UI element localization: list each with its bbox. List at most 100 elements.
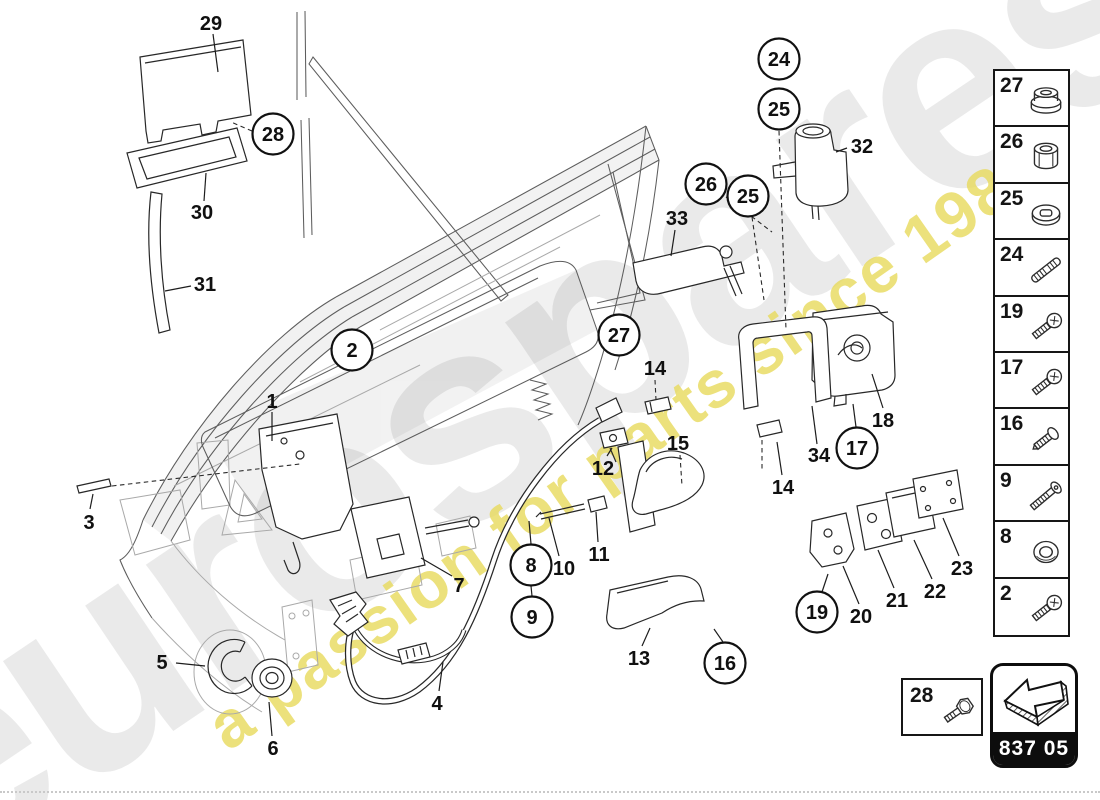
part-callout-label-2[interactable]: 2 xyxy=(346,340,357,362)
leader-line xyxy=(203,172,207,202)
legend-row-26[interactable]: 26 xyxy=(995,127,1068,184)
legend-number: 19 xyxy=(1000,299,1024,323)
legend-row-25[interactable]: 25 xyxy=(995,184,1068,241)
part-callout-28[interactable] xyxy=(251,112,295,156)
part-label-3[interactable]: 3 xyxy=(83,512,94,534)
part-callout-label-24[interactable]: 24 xyxy=(768,49,791,71)
leader-line xyxy=(778,130,787,331)
leader-line xyxy=(751,216,765,301)
part-callout-19[interactable] xyxy=(795,590,839,634)
leader-line xyxy=(679,454,683,487)
part-callout-label-16[interactable]: 16 xyxy=(714,653,736,675)
leader-line xyxy=(852,403,857,428)
part-callout-8[interactable] xyxy=(509,543,553,587)
part-label-33[interactable]: 33 xyxy=(666,208,688,230)
part-callout-label-17[interactable]: 17 xyxy=(846,438,868,460)
part-callout-label-25[interactable]: 25 xyxy=(737,186,759,208)
part-callout-24[interactable] xyxy=(757,37,801,81)
part-label-12[interactable]: 12 xyxy=(592,458,614,480)
leader-line xyxy=(212,33,219,73)
part-callout-9[interactable] xyxy=(510,595,554,639)
part-label-20[interactable]: 20 xyxy=(850,606,872,628)
part-label-18[interactable]: 18 xyxy=(872,410,894,432)
diagram-code-badge: 837 05 xyxy=(990,663,1078,768)
ring-icon xyxy=(1033,540,1059,564)
part-callout-label-8[interactable]: 8 xyxy=(525,555,536,577)
part-callout-label-26[interactable]: 26 xyxy=(695,174,717,196)
part-label-4[interactable]: 4 xyxy=(431,693,443,715)
page-bottom-divider xyxy=(0,791,1100,793)
part-label-29[interactable]: 29 xyxy=(200,13,222,35)
flat-screw-icon xyxy=(1029,591,1065,624)
arrow-icon xyxy=(1003,678,1069,727)
leader-line xyxy=(670,229,676,257)
part-label-13[interactable]: 13 xyxy=(628,648,650,670)
legend-number: 17 xyxy=(1000,355,1024,379)
part-label-14[interactable]: 14 xyxy=(644,358,667,380)
leader-line xyxy=(268,701,273,737)
legend-number: 24 xyxy=(1000,243,1024,267)
legend-row-2[interactable]: 2 xyxy=(995,579,1068,635)
part-label-31[interactable]: 31 xyxy=(194,274,216,296)
legend-row-16[interactable]: 16 xyxy=(995,409,1068,466)
part-callout-17[interactable] xyxy=(835,426,879,470)
part-label-34[interactable]: 34 xyxy=(808,445,831,467)
leader-line xyxy=(654,379,657,401)
legend-row-27[interactable]: 27 xyxy=(995,71,1068,128)
leader-line xyxy=(877,549,895,589)
hex-bolt-icon xyxy=(940,695,976,727)
part-callout-25[interactable] xyxy=(726,174,770,218)
diagram-arrow xyxy=(993,666,1075,732)
leader-line xyxy=(175,662,206,667)
leader-line xyxy=(548,517,560,557)
leader-line xyxy=(530,585,533,597)
fastener-box-number: 28 xyxy=(910,684,934,707)
leader-line xyxy=(89,493,94,510)
legend-number: 25 xyxy=(1000,186,1024,210)
leader-line xyxy=(842,565,860,605)
part-label-15[interactable]: 15 xyxy=(667,433,689,455)
part-callout-27[interactable] xyxy=(597,313,641,357)
part-callout-26[interactable] xyxy=(684,162,728,206)
leader-line xyxy=(528,520,532,545)
part-label-32[interactable]: 32 xyxy=(851,136,873,158)
part-label-22[interactable]: 22 xyxy=(924,581,946,603)
legend-row-24[interactable]: 24 xyxy=(995,240,1068,297)
legend-number: 2 xyxy=(1000,581,1012,605)
part-label-1[interactable]: 1 xyxy=(266,391,277,413)
legend-row-19[interactable]: 19 xyxy=(995,297,1068,353)
legend-row-8[interactable]: 8 xyxy=(995,522,1068,579)
leader-line xyxy=(606,447,613,457)
part-callout-25[interactable] xyxy=(757,87,801,131)
part-label-30[interactable]: 30 xyxy=(191,202,213,224)
leader-line xyxy=(230,121,253,132)
part-callout-16[interactable] xyxy=(703,641,747,685)
part-label-10[interactable]: 10 xyxy=(553,558,575,580)
part-label-7[interactable]: 7 xyxy=(453,575,464,597)
part-callout-label-19[interactable]: 19 xyxy=(806,602,828,624)
part-callout-label-25[interactable]: 25 xyxy=(768,99,790,121)
legend-row-9[interactable]: 9 xyxy=(995,466,1068,523)
part-label-23[interactable]: 23 xyxy=(951,558,973,580)
part-callout-label-9[interactable]: 9 xyxy=(526,607,537,629)
leader-line xyxy=(871,373,884,409)
legend-number: 26 xyxy=(1000,130,1024,154)
leader-line xyxy=(438,661,444,692)
part-callout-label-28[interactable]: 28 xyxy=(262,124,284,146)
part-callout-label-27[interactable]: 27 xyxy=(608,325,630,347)
part-label-11[interactable]: 11 xyxy=(588,544,609,566)
leader-line xyxy=(595,511,599,543)
part-label-6[interactable]: 6 xyxy=(267,738,278,760)
part-label-5[interactable]: 5 xyxy=(156,652,167,674)
flat-screw-icon xyxy=(1029,309,1065,342)
part-callout-2[interactable] xyxy=(330,328,374,372)
part-label-14[interactable]: 14 xyxy=(772,477,795,499)
leader-line xyxy=(811,405,818,445)
long-bolt-icon xyxy=(1027,479,1064,513)
legend-row-17[interactable]: 17 xyxy=(995,353,1068,410)
leader-line xyxy=(641,627,651,647)
leader-line xyxy=(776,441,783,476)
fastener-box-28[interactable]: 28 xyxy=(901,678,983,736)
part-label-21[interactable]: 21 xyxy=(886,590,908,612)
